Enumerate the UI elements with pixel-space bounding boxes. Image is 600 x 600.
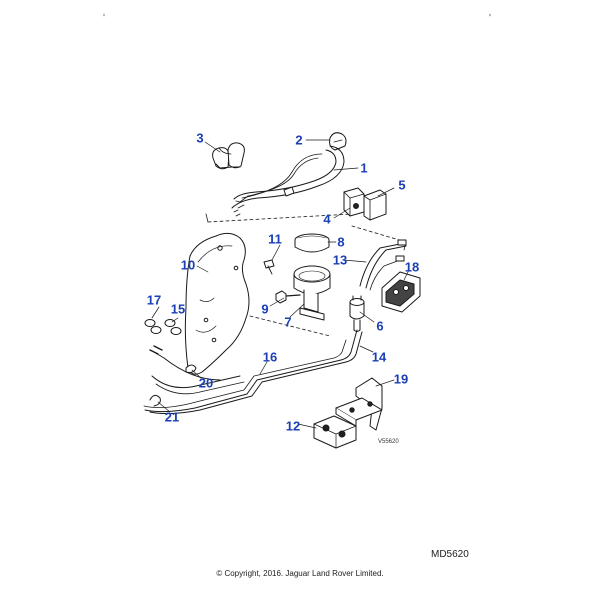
callout-7: 7	[284, 314, 292, 330]
callout-16: 16	[262, 349, 278, 365]
callout-3: 3	[196, 130, 204, 146]
copyright-notice: © Copyright, 2016. Jaguar Land Rover Lim…	[216, 569, 384, 578]
wire-harness-part-1	[231, 145, 345, 217]
mount-block-part-18	[381, 271, 421, 313]
callout-4: 4	[323, 211, 331, 227]
clamp-band-part-8	[294, 233, 330, 253]
callout-18: 18	[404, 259, 420, 275]
callout-11: 11	[268, 231, 282, 247]
harness-clip-part-2	[329, 132, 347, 151]
callout-15: 15	[170, 301, 186, 317]
bolt-part-9	[275, 290, 301, 304]
callout-10: 10	[180, 257, 196, 273]
view-code: V55620	[378, 439, 399, 445]
double-clip-part-12	[313, 415, 357, 449]
callout-12: 12	[285, 418, 301, 434]
callout-19: 19	[393, 371, 409, 387]
callout-6: 6	[376, 318, 384, 334]
callout-21: 21	[164, 409, 180, 425]
canister-part-6	[349, 295, 365, 332]
leader-lines	[151, 139, 410, 429]
twin-clip-part-3	[212, 142, 245, 170]
callout-8: 8	[337, 234, 345, 250]
washers-part-15-17	[144, 319, 182, 335]
callout-1: 1	[360, 160, 368, 176]
heat-shield-part-10	[184, 232, 250, 375]
bracket-part-19	[335, 377, 383, 431]
clamp-part-7	[293, 265, 331, 321]
callout-13: 13	[332, 252, 348, 268]
pipe-run-part-16	[143, 329, 363, 415]
p-clip-part-21	[149, 394, 161, 407]
callout-20: 20	[198, 375, 214, 391]
callout-2: 2	[295, 132, 303, 148]
bracket-clip-part-5	[363, 189, 387, 221]
callout-14: 14	[371, 349, 387, 365]
pipes-part-13	[359, 239, 407, 291]
screw-part-11	[263, 259, 275, 275]
callout-9: 9	[261, 301, 269, 317]
callout-17: 17	[146, 292, 162, 308]
block-clip-part-4	[343, 187, 365, 217]
diagram-code: MD5620	[431, 549, 469, 560]
callout-5: 5	[398, 177, 406, 193]
clip-part-20	[185, 364, 197, 373]
